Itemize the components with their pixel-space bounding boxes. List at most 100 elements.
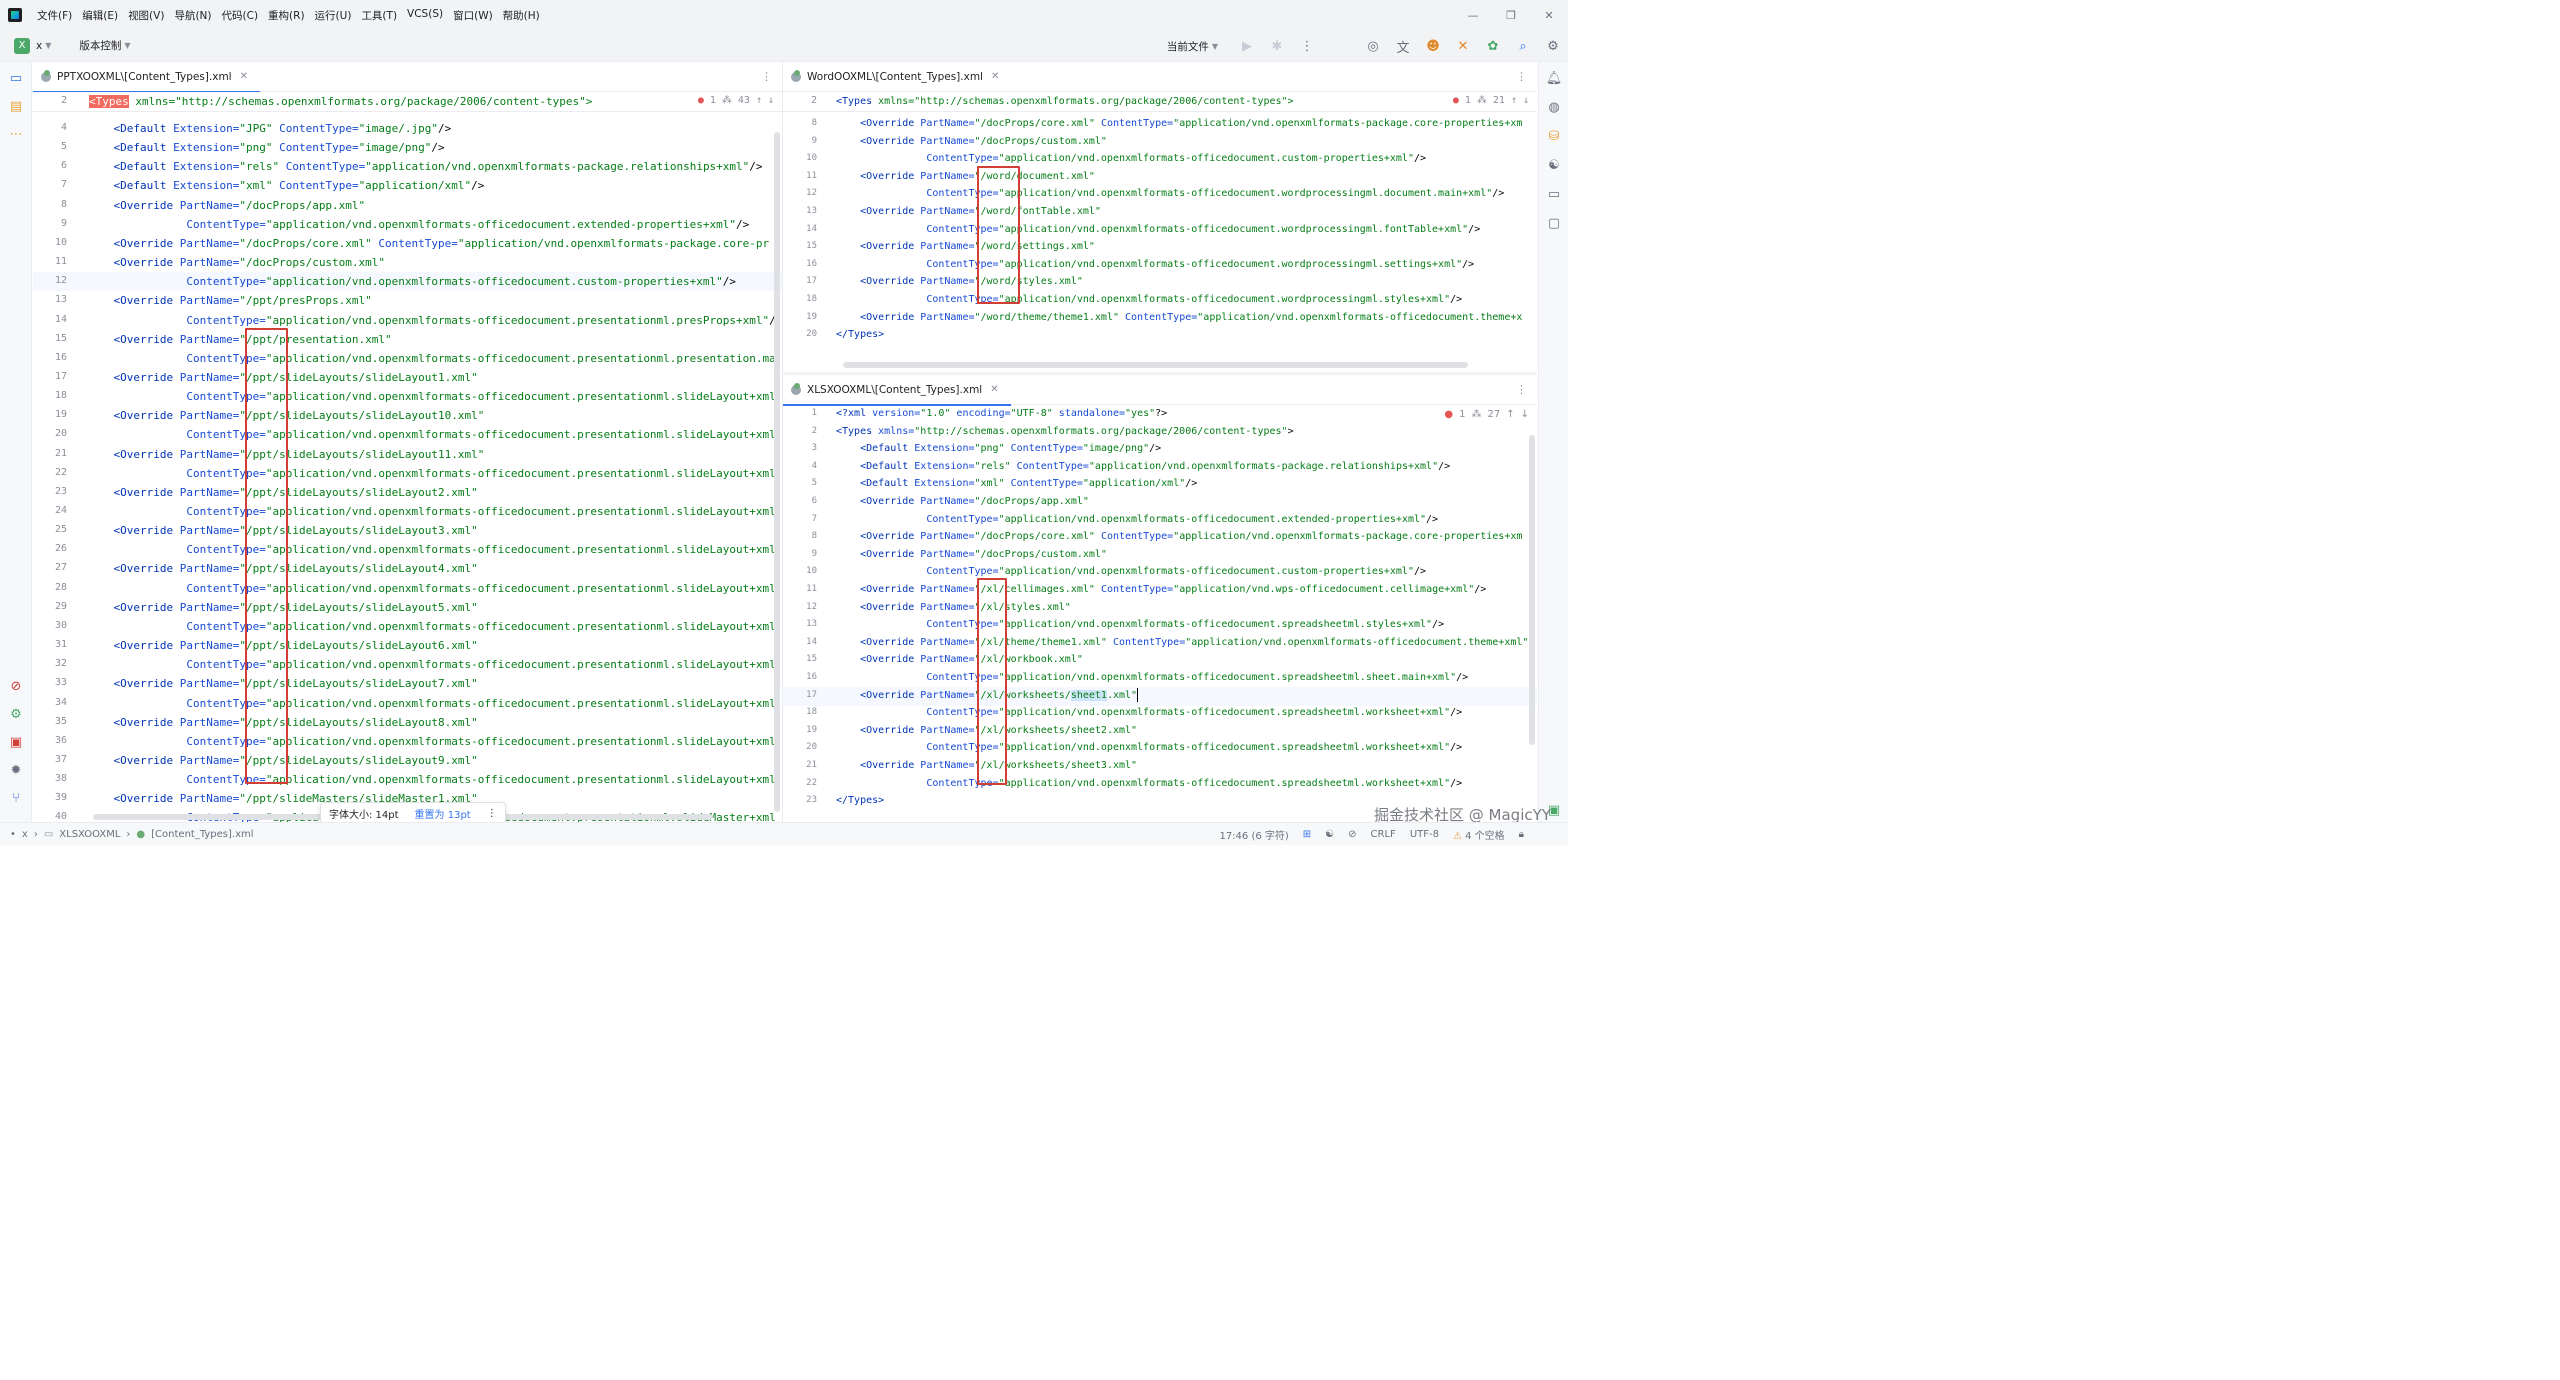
tab-xlsx-content-types[interactable]: XLSXOOXML\[Content_Types].xml ✕ xyxy=(783,375,1011,406)
indent xyxy=(87,218,186,231)
code-line: ContentType="application/vnd.openxmlform… xyxy=(87,425,775,444)
more-icon[interactable]: ⋮ xyxy=(1516,383,1527,396)
code-line: <Override PartName="/docProps/app.xml" xyxy=(836,493,1089,511)
arrow-down-icon[interactable]: ↓ xyxy=(1522,95,1529,106)
reset-font-size-link[interactable]: 重置为 13pt xyxy=(414,809,471,821)
code-line: ContentType="application/vnd.openxmlform… xyxy=(87,387,775,406)
translate-icon[interactable]: 文 xyxy=(1396,40,1410,56)
more-actions-icon[interactable]: ⋮ xyxy=(1300,38,1314,54)
vertical-scrollbar[interactable] xyxy=(774,132,780,812)
debug-icon[interactable]: ✱ xyxy=(1271,38,1283,54)
vcs-selector[interactable]: 版本控制 ▼ xyxy=(79,38,130,53)
terminal-icon[interactable]: ▣ xyxy=(9,734,23,750)
vertical-scrollbar[interactable] xyxy=(1529,435,1535,745)
code-line: <Override PartName="/ppt/slideLayouts/sl… xyxy=(87,559,478,578)
menu-item[interactable]: 文件(F) xyxy=(37,9,73,22)
menu-item[interactable]: 工具(T) xyxy=(361,9,398,22)
menu-item[interactable]: 运行(U) xyxy=(314,9,352,22)
tab-word-content-types[interactable]: WordOOXML\[Content_Types].xml ✕ xyxy=(783,62,1011,92)
menu-item[interactable]: 重构(R) xyxy=(268,9,305,22)
more-icon[interactable]: ⋮ xyxy=(761,70,772,83)
arrow-up-icon[interactable]: ↑ xyxy=(1506,409,1515,420)
git-icon[interactable]: ⑂ xyxy=(12,790,20,806)
pane-divider[interactable] xyxy=(782,62,783,822)
indent xyxy=(836,276,860,287)
caret-position[interactable]: 17:46 (6 字符) xyxy=(1219,831,1289,842)
indent-setting[interactable]: ⚠ 4 个空格 xyxy=(1453,827,1505,842)
close-icon[interactable]: ✕ xyxy=(990,384,999,395)
warning-icon: ⚠ xyxy=(1452,831,1462,842)
markdown-icon[interactable]: ▢ xyxy=(1547,215,1561,231)
crumb-folder[interactable]: XLSXOOXML xyxy=(59,828,121,840)
debug-tool-icon[interactable]: ✹ xyxy=(10,762,22,778)
menu-item[interactable]: 视图(V) xyxy=(128,9,165,22)
plugin-icon[interactable]: ✿ xyxy=(1487,38,1499,54)
more-icon[interactable]: ⋮ xyxy=(1516,70,1527,83)
pane-divider[interactable] xyxy=(783,372,1537,375)
more-icon[interactable]: ⋮ xyxy=(486,807,497,819)
toolbox-icon[interactable]: ▭ xyxy=(1547,186,1561,202)
arrow-down-icon[interactable]: ↓ xyxy=(1520,409,1529,420)
menu-item[interactable]: 窗口(W) xyxy=(453,9,493,22)
indent xyxy=(836,672,926,683)
xml-attr: ContentType= xyxy=(279,160,366,174)
services-icon[interactable]: ⚙ xyxy=(10,706,22,722)
arrow-up-icon[interactable]: ↑ xyxy=(755,95,762,106)
horizontal-scrollbar[interactable] xyxy=(843,362,1468,368)
run-icon[interactable]: ▶ xyxy=(1242,38,1252,54)
no-inspections-icon[interactable]: ⊘ xyxy=(1348,829,1357,840)
indent xyxy=(87,505,186,518)
project-view-icon[interactable]: ▭ xyxy=(9,70,23,86)
file-encoding[interactable]: UTF-8 xyxy=(1409,829,1439,840)
xml-attr: ContentType= xyxy=(186,351,266,365)
collaboration-icon[interactable]: ☻ xyxy=(1426,38,1440,54)
close-icon[interactable]: ✕ xyxy=(239,71,248,82)
close-window-icon[interactable]: ✕ xyxy=(1544,8,1554,22)
lock-icon[interactable]: 🔒︎ xyxy=(1518,829,1524,840)
inspection-widget[interactable]: ●1⁂43↑↓ xyxy=(698,95,774,106)
database-icon[interactable]: ⛁ xyxy=(1548,128,1560,144)
error-count: 1 xyxy=(709,95,716,106)
xml-attr: PartName= xyxy=(914,689,975,701)
copilot-icon[interactable]: ☯ xyxy=(1548,157,1560,173)
project-selector[interactable]: X x ▼ xyxy=(14,37,51,54)
line-separator[interactable]: CRLF xyxy=(1370,829,1396,840)
crumb-root[interactable]: x xyxy=(21,828,28,840)
more-tools-icon[interactable]: ⋯ xyxy=(9,126,23,142)
menu-item[interactable]: VCS(S) xyxy=(407,7,444,20)
structure-icon[interactable]: ▤ xyxy=(9,98,23,114)
line-number: 12 xyxy=(54,275,67,287)
menu-item[interactable]: 导航(N) xyxy=(174,9,212,22)
xml-value: "application/vnd.openxmlformats-officedo… xyxy=(998,294,1451,305)
settings-icon[interactable]: ⚙ xyxy=(1547,38,1559,54)
problems-icon[interactable]: ⊘ xyxy=(10,678,22,694)
xml-attr: ContentType= xyxy=(1119,311,1198,323)
tab-pptx-content-types[interactable]: PPTXOOXML\[Content_Types].xml ✕ xyxy=(33,62,260,93)
tools-icon[interactable]: ✕ xyxy=(1457,38,1469,54)
run-config-selector[interactable]: 当前文件▼ xyxy=(1167,39,1218,54)
search-icon[interactable]: ⌕ xyxy=(1519,38,1527,54)
ai-chat-icon[interactable]: ◍ xyxy=(1548,99,1560,115)
xml-attr: PartName= xyxy=(173,294,240,308)
close-icon[interactable]: ✕ xyxy=(990,71,1000,82)
menu-item[interactable]: 编辑(E) xyxy=(82,9,119,22)
ai-assistant-icon[interactable]: ◎ xyxy=(1367,38,1379,54)
notifications-icon[interactable]: 🔔︎ xyxy=(1545,70,1563,86)
line-number: 11 xyxy=(54,256,67,268)
restore-icon[interactable]: ❐ xyxy=(1506,8,1516,22)
inspection-widget[interactable]: ●1⁂21↑↓ xyxy=(1453,95,1529,106)
xml-attr: version= xyxy=(866,408,921,419)
arrow-up-icon[interactable]: ↑ xyxy=(1510,95,1517,106)
xml-punct: ?> xyxy=(1155,408,1168,419)
menu-item[interactable]: 帮助(H) xyxy=(502,9,540,22)
crumb-file[interactable]: [Content_Types].xml xyxy=(151,828,254,840)
right-tool-strip: 🔔︎ ◍ ⛁ ☯ ▭ ▢ ▣ xyxy=(1538,62,1568,822)
arrow-down-icon[interactable]: ↓ xyxy=(767,95,774,106)
indent xyxy=(836,478,860,489)
copilot-status-icon[interactable]: ☯ xyxy=(1325,829,1335,840)
menu-item[interactable]: 代码(C) xyxy=(221,9,259,22)
inspection-widget[interactable]: ●1⁂27↑↓ xyxy=(1444,409,1529,420)
code-line: <Override PartName="/docProps/custom.xml… xyxy=(87,253,386,272)
green-plugin-icon[interactable]: ▣ xyxy=(1547,802,1561,818)
minimize-icon[interactable]: — xyxy=(1467,8,1479,22)
